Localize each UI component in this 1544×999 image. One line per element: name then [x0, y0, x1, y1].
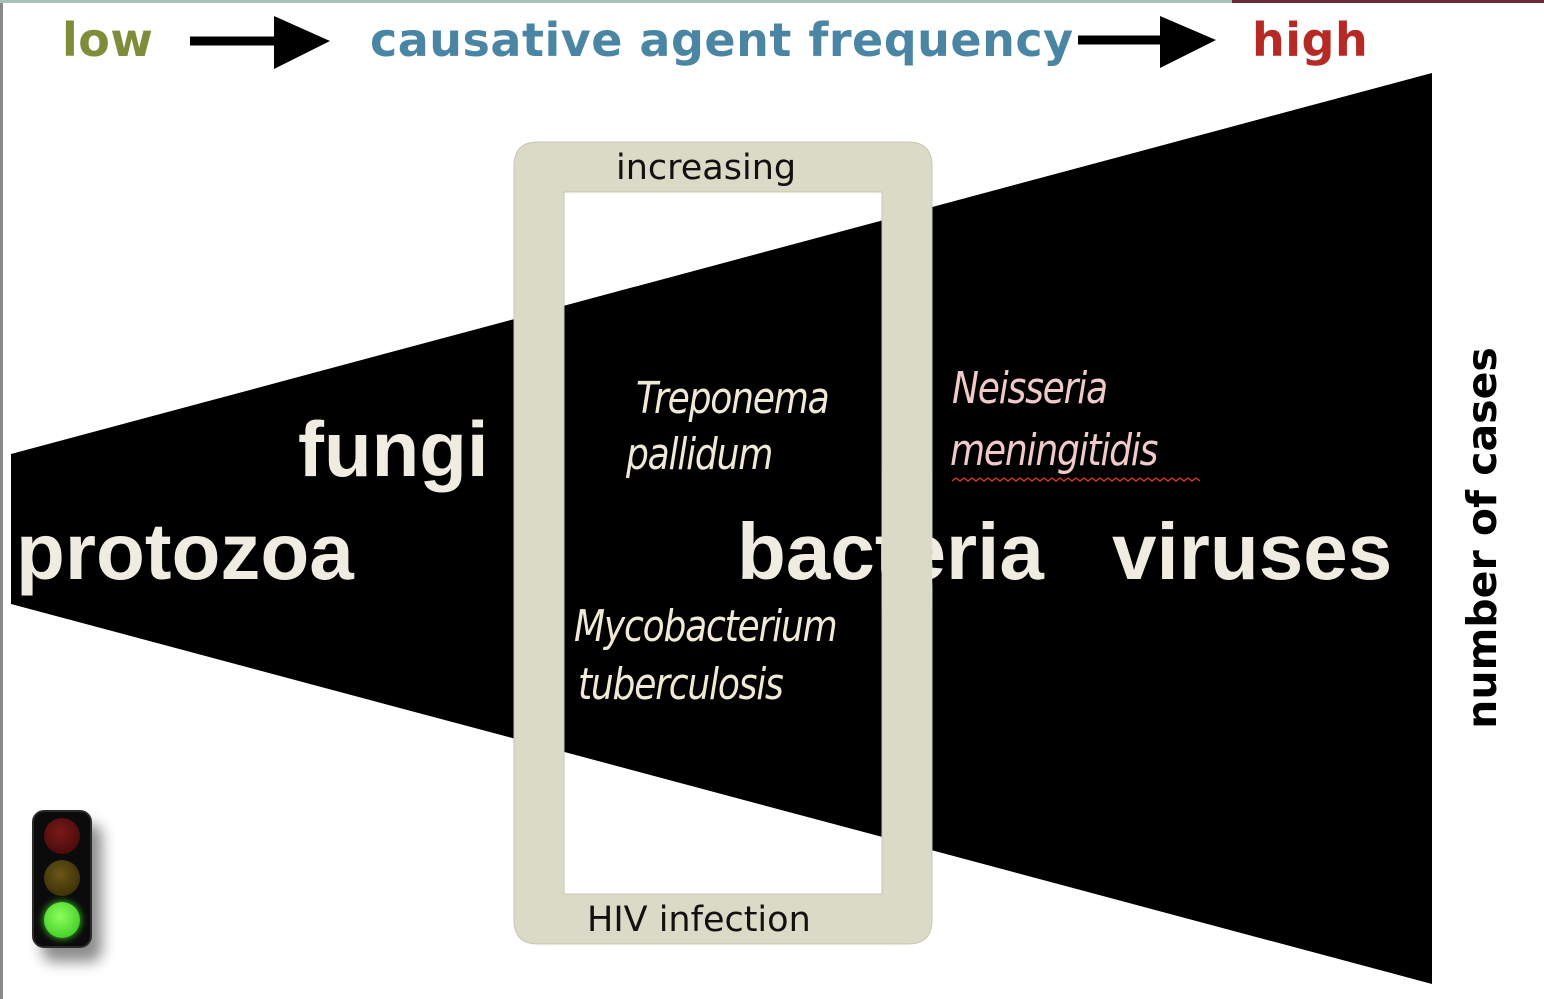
- high-label: high: [1252, 13, 1369, 67]
- traffic-light-icon: [32, 810, 92, 948]
- frame-side-cover: [882, 470, 932, 610]
- agent-protozoa: protozoa: [16, 507, 354, 596]
- species-mycobacterium: Mycobacterium: [574, 601, 838, 652]
- species-pallidum: pallidum: [626, 429, 773, 480]
- spellcheck-squiggle: [951, 477, 1201, 482]
- species-meningitidis: meningitidis: [950, 425, 1158, 476]
- funnel-inside-frame: [564, 220, 882, 837]
- left-edge-line: [0, 0, 3, 999]
- frequency-title: causative agent frequency: [370, 13, 1074, 67]
- frame-bottom-label: HIV infection: [587, 900, 811, 940]
- top-rule-teal: [0, 0, 1232, 3]
- traffic-light-red-lamp: [44, 818, 80, 854]
- frame-top-label: increasing: [616, 148, 797, 188]
- species-neisseria: Neisseria: [952, 363, 1108, 414]
- agent-viruses: viruses: [1112, 507, 1393, 596]
- species-tuberculosis: tuberculosis: [578, 659, 784, 710]
- species-treponema: Treponema: [636, 373, 830, 424]
- low-label: low: [62, 13, 154, 67]
- traffic-light-green-lamp: [44, 902, 80, 938]
- agent-fungi: fungi: [298, 405, 489, 493]
- traffic-light-amber-lamp: [44, 860, 80, 896]
- arrow-left-icon: [190, 16, 330, 69]
- number-of-cases-label: number of cases: [1458, 347, 1506, 729]
- top-rule-maroon: [1232, 0, 1544, 3]
- arrow-right-icon: [1078, 16, 1216, 68]
- hiv-frame: [513, 141, 933, 945]
